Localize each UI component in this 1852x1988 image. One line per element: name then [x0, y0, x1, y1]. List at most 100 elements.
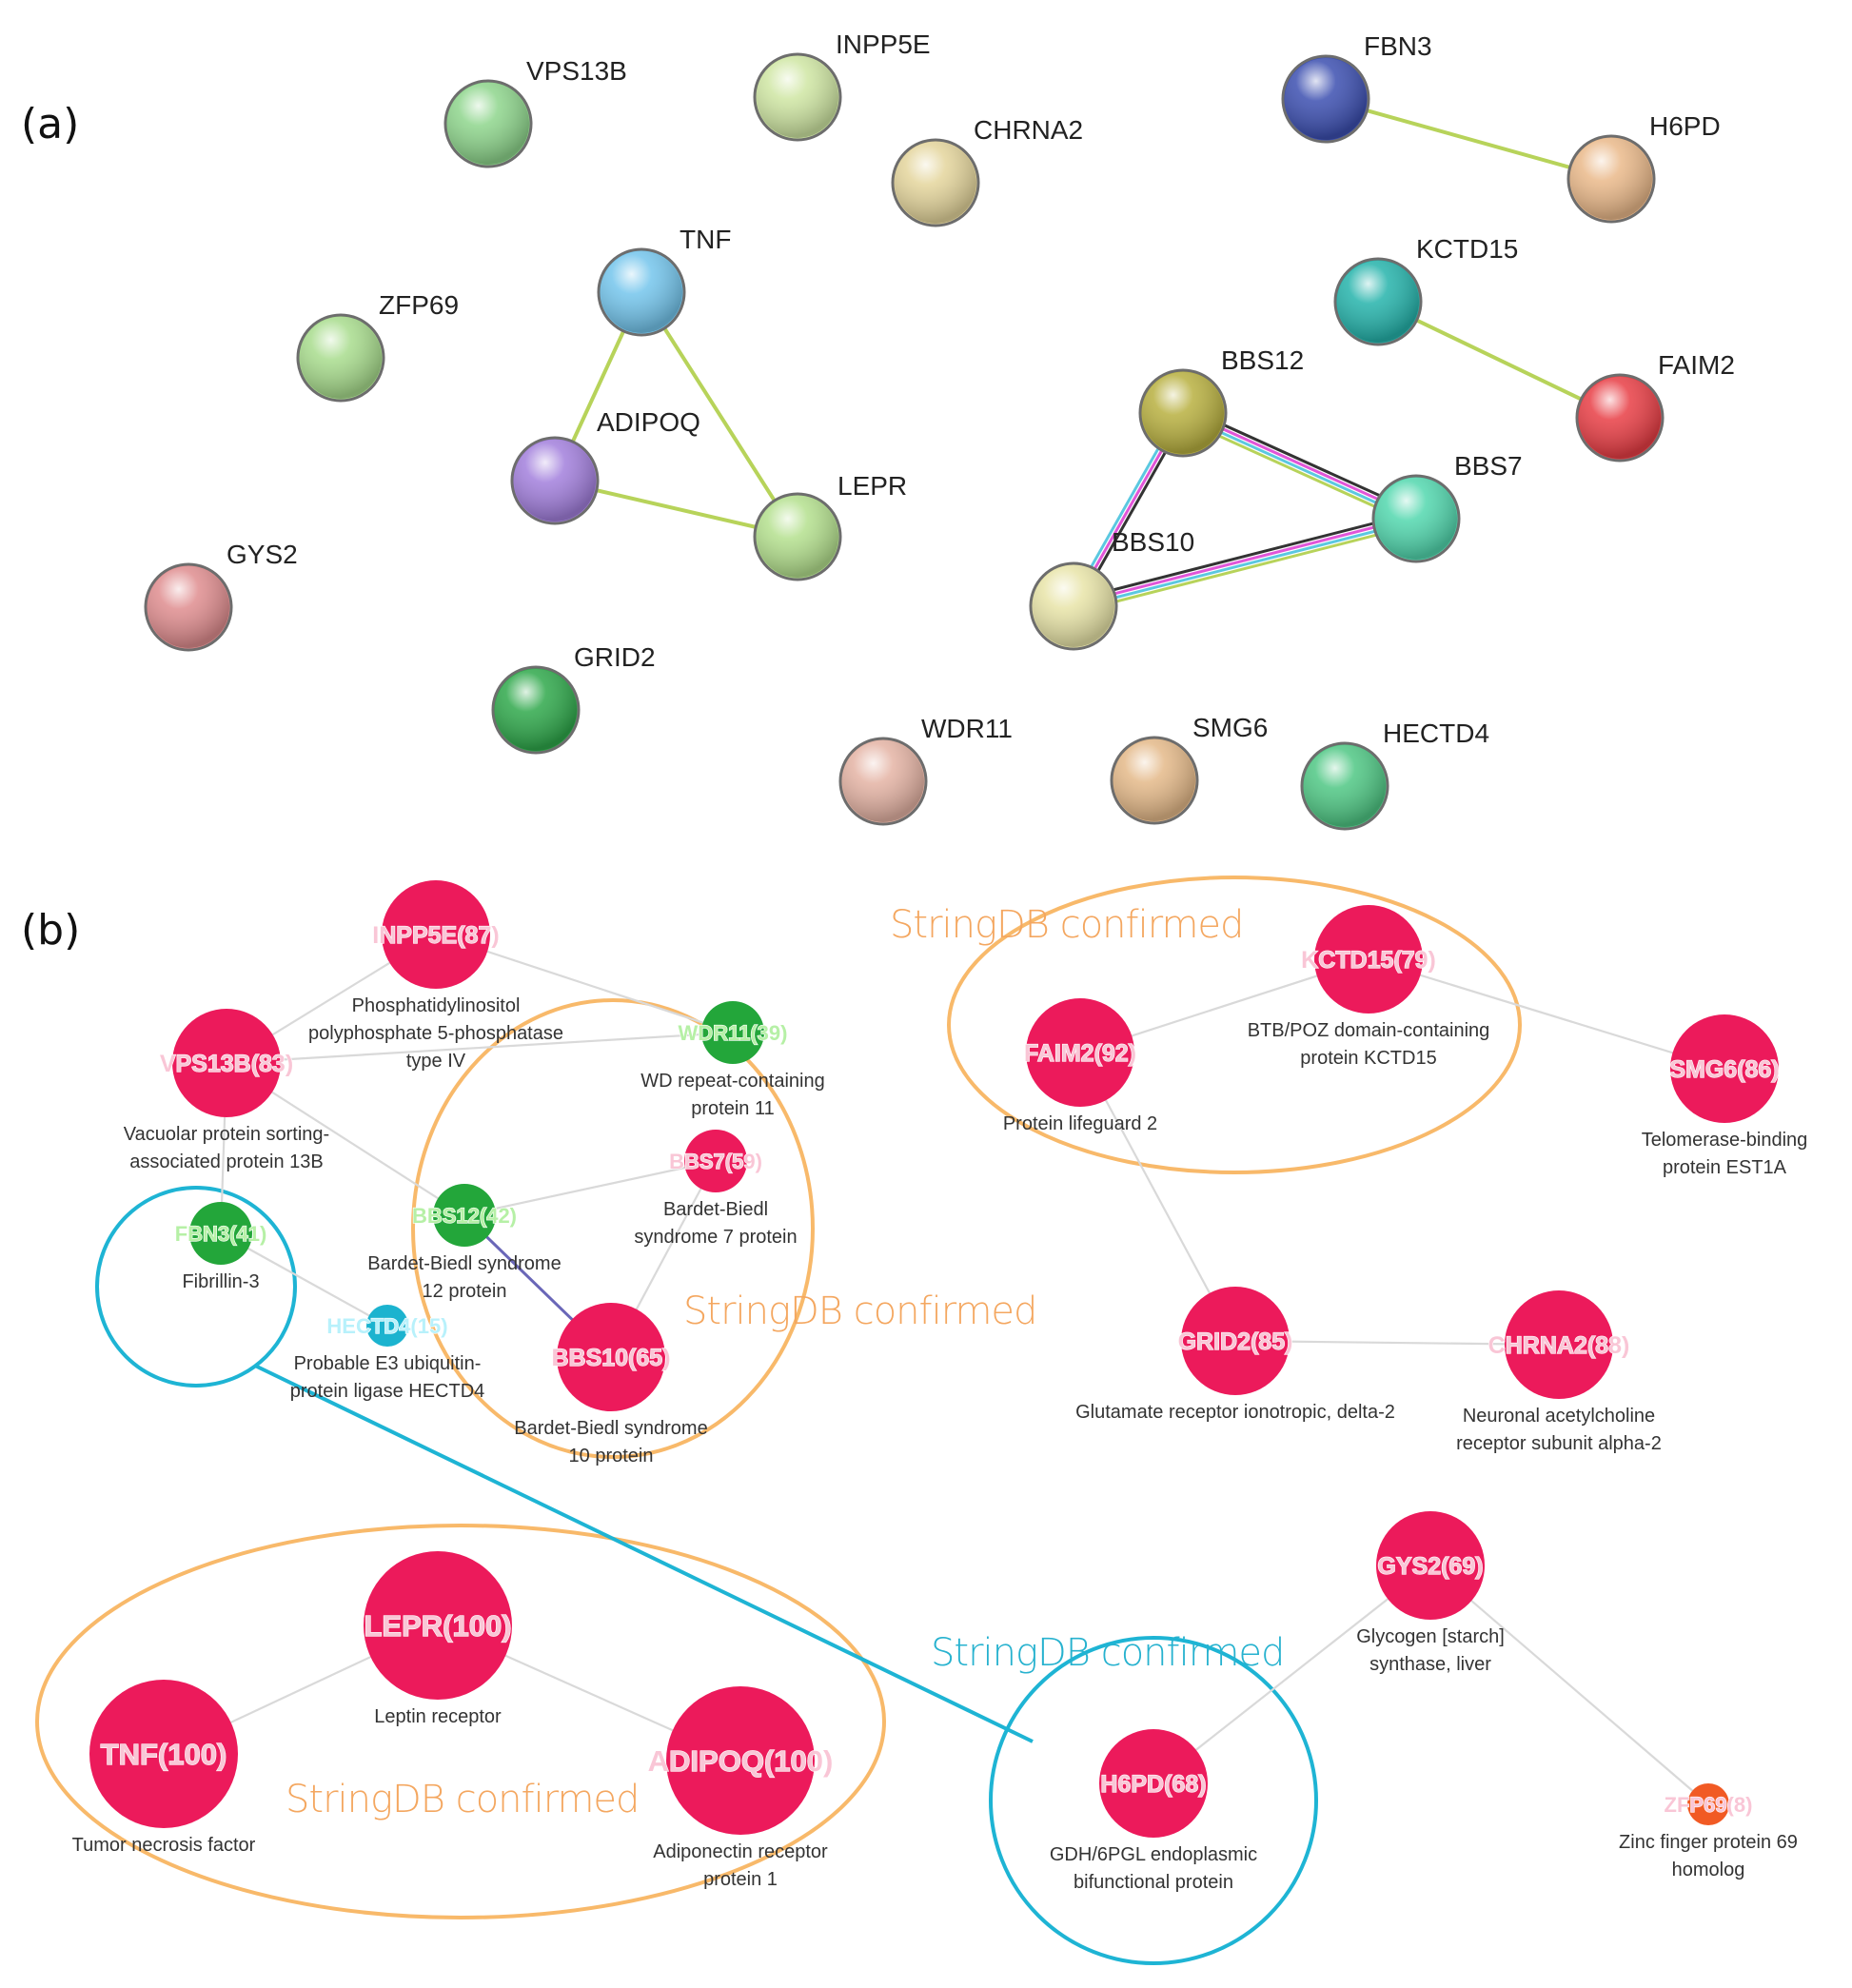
node-b-kctd15-desc-0: BTB/POZ domain-containing: [1248, 1020, 1490, 1041]
node-a-grid2-shine: [495, 669, 577, 751]
node-a-bbs12: BBS12: [1138, 345, 1304, 458]
edge-b-vps13b-wdr11: [226, 1031, 734, 1065]
panel-a-network: VPS13BINPP5ECHRNA2FBN3H6PDTNFZFP69KCTD15…: [144, 30, 1735, 831]
node-b-h6pd-circle: [1099, 1729, 1208, 1838]
node-b-bbs10-desc-1: 10 protein: [569, 1446, 654, 1466]
node-b-bbs7-desc-1: syndrome 7 protein: [634, 1227, 797, 1248]
node-b-zfp69-desc-1: homolog: [1672, 1860, 1745, 1880]
node-a-hectd4: HECTD4: [1300, 718, 1489, 831]
node-a-tnf-shine: [601, 251, 682, 333]
node-a-gys2-label: GYS2: [227, 540, 298, 569]
node-b-kctd15: KCTD15(79)BTB/POZ domain-containingprote…: [1248, 905, 1490, 1069]
node-b-vps13b-desc-1: associated protein 13B: [129, 1151, 323, 1172]
node-b-faim2-desc-0: Protein lifeguard 2: [1003, 1113, 1157, 1134]
node-b-tnf: TNF(100)Tumor necrosis factor: [72, 1680, 256, 1856]
node-b-gys2-label: GYS2(69): [1377, 1553, 1483, 1580]
node-a-hectd4-label: HECTD4: [1383, 718, 1489, 748]
node-a-bbs10: BBS10: [1029, 527, 1194, 651]
group-outline-kctd15: [947, 876, 1522, 1174]
node-b-hectd4-desc-1: protein ligase HECTD4: [290, 1381, 485, 1402]
node-b-chrna2-circle: [1505, 1290, 1613, 1399]
node-a-smg6-shine: [1113, 739, 1195, 821]
node-a-kctd15-label: KCTD15: [1416, 234, 1518, 264]
node-a-tnf: TNF: [597, 225, 731, 337]
node-a-bbs12-label: BBS12: [1221, 345, 1304, 375]
node-b-chrna2-desc-1: receptor subunit alpha-2: [1456, 1433, 1662, 1454]
node-a-adipoq-label: ADIPOQ: [597, 407, 700, 437]
node-b-tnf-label: TNF(100): [101, 1738, 227, 1771]
node-b-smg6-label: SMG6(86): [1669, 1056, 1779, 1083]
node-b-fbn3-circle: [189, 1202, 252, 1265]
connector-fbn3-h6pd: [254, 1364, 1034, 1743]
panel-a-label: (a): [21, 100, 79, 148]
node-b-h6pd-desc-1: bifunctional protein: [1074, 1872, 1233, 1893]
node-b-grid2-desc-0: Glutamate receptor ionotropic, delta-2: [1075, 1402, 1395, 1423]
node-a-inpp5e-label: INPP5E: [836, 30, 931, 59]
edge-b-gys2-zfp69: [1429, 1565, 1709, 1805]
node-a-lepr: LEPR: [753, 471, 907, 581]
node-b-bbs10-desc-0: Bardet-Biedl syndrome: [514, 1418, 707, 1439]
node-b-smg6-desc-1: protein EST1A: [1663, 1157, 1787, 1178]
node-b-lepr-circle: [364, 1551, 512, 1700]
node-b-zfp69-label: ZFP69(8): [1665, 1793, 1753, 1817]
node-b-faim2-circle: [1026, 998, 1134, 1107]
node-b-adipoq: ADIPOQ(100) Adiponectin receptor protein 1: [647, 1686, 834, 1890]
node-b-inpp5e-desc-1: polyphosphate 5-phosphatase: [308, 1023, 563, 1044]
node-b-h6pd-desc-0: GDH/6PGL endoplasmic: [1050, 1844, 1257, 1865]
edge-a-bbs10-bbs7-2: [1074, 519, 1417, 610]
node-b-adipoq-desc-0: Adiponectin receptor: [653, 1841, 828, 1862]
annotation-bbs-group: StringDB confirmed: [683, 1289, 1036, 1333]
panel-b-nodes: INPP5E(87)Phosphatidylinositolpolyphosph…: [72, 880, 1807, 1893]
node-b-vps13b-desc-0: Vacuolar protein sorting-: [124, 1124, 329, 1145]
group-outline-bbs: [411, 998, 815, 1459]
panel-a-edges: [553, 97, 1621, 614]
node-a-fbn3-shine: [1285, 58, 1367, 140]
node-a-lepr-label: LEPR: [837, 471, 907, 501]
node-a-bbs7-shine: [1375, 478, 1457, 560]
node-b-faim2-label: FAIM2(92): [1024, 1040, 1136, 1067]
node-b-bbs10-circle: [557, 1303, 665, 1411]
node-b-wdr11-circle: [701, 1001, 764, 1064]
node-a-h6pd-label: H6PD: [1649, 111, 1721, 141]
node-b-grid2: GRID2(85)Glutamate receptor ionotropic, …: [1075, 1287, 1395, 1423]
node-a-vps13b: VPS13B: [443, 56, 627, 168]
node-b-vps13b-label: VPS13B(83): [160, 1051, 293, 1077]
node-b-adipoq-label: ADIPOQ(100): [648, 1744, 834, 1778]
edge-b-bbs12-bbs7: [463, 1159, 717, 1217]
node-b-adipoq-desc-1: protein 1: [703, 1869, 778, 1890]
panel-b-label: (b): [21, 906, 80, 955]
node-b-fbn3: FBN3(41)Fibrillin-3: [174, 1202, 267, 1292]
panel-b-group-outlines: [35, 876, 1522, 1965]
panel-a-nodes: VPS13BINPP5ECHRNA2FBN3H6PDTNFZFP69KCTD15…: [144, 30, 1735, 831]
node-b-hectd4-desc-0: Probable E3 ubiquitin-: [294, 1353, 482, 1374]
node-b-faim2: FAIM2(92) Protein lifeguard 2: [1003, 998, 1157, 1134]
node-b-grid2-circle: [1181, 1287, 1290, 1395]
node-a-adipoq: ADIPOQ: [510, 407, 700, 525]
node-a-smg6-label: SMG6: [1192, 713, 1268, 742]
node-a-zfp69-label: ZFP69: [379, 290, 459, 320]
node-a-wdr11-label: WDR11: [921, 714, 1013, 743]
node-b-bbs7-desc-0: Bardet-Biedl: [663, 1199, 768, 1220]
node-a-vps13b-label: VPS13B: [526, 56, 627, 86]
node-a-faim2: FAIM2: [1575, 350, 1735, 463]
node-a-lepr-shine: [757, 496, 838, 578]
node-b-kctd15-label: KCTD15(79): [1301, 947, 1436, 974]
edge-b-gys2-h6pd: [1153, 1565, 1431, 1784]
node-b-gys2-desc-1: synthase, liver: [1369, 1654, 1491, 1675]
edge-b-faim2-grid2: [1079, 1052, 1236, 1342]
node-a-fbn3: FBN3: [1281, 31, 1432, 144]
node-b-lepr-desc-0: Leptin receptor: [374, 1706, 502, 1727]
node-a-hectd4-shine: [1304, 745, 1386, 827]
node-a-vps13b-shine: [447, 83, 529, 165]
node-a-gys2-shine: [148, 566, 229, 648]
node-a-faim2-label: FAIM2: [1658, 350, 1735, 380]
node-b-vps13b: VPS13B(83) Vacuolar protein sorting-assoc…: [124, 1009, 329, 1172]
node-a-grid2: GRID2: [491, 642, 656, 755]
group-outline-h6pd: [989, 1636, 1318, 1965]
node-a-grid2-label: GRID2: [574, 642, 656, 672]
edge-a-tnf-lepr: [640, 290, 799, 539]
